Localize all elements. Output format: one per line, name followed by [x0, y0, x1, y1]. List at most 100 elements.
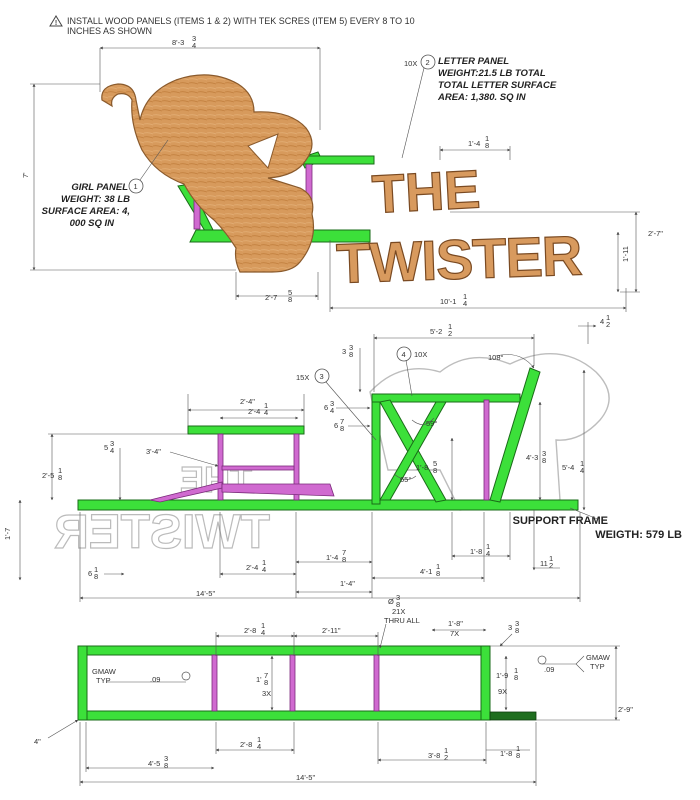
svg-text:1'-9: 1'-9 — [496, 671, 508, 680]
svg-text:7X: 7X — [450, 629, 459, 638]
svg-text:59°: 59° — [426, 419, 437, 428]
svg-text:1: 1 — [463, 292, 467, 301]
weld-symbol — [181, 671, 191, 681]
letter-panel-line-2: WEIGHT:21.5 LB TOTAL — [438, 68, 546, 79]
svg-text:5: 5 — [288, 288, 292, 297]
svg-text:.09: .09 — [150, 675, 160, 684]
sign-word-twister: TWISTER — [335, 223, 583, 295]
svg-text:8: 8 — [516, 751, 520, 760]
svg-text:4'-1: 4'-1 — [420, 567, 432, 576]
svg-text:TYP: TYP — [590, 662, 605, 671]
svg-text:1: 1 — [94, 565, 98, 574]
support-frame-side-view: TWISTER THE 5'-2 12 4 12 3 38 15X 3 — [3, 313, 682, 602]
plan-rail-left — [77, 645, 88, 721]
svg-text:8: 8 — [94, 572, 98, 581]
svg-text:1'-8: 1'-8 — [470, 547, 482, 556]
svg-text:.09: .09 — [544, 665, 554, 674]
svg-text:108°: 108° — [488, 353, 504, 362]
svg-text:THRU ALL: THRU ALL — [384, 616, 420, 625]
svg-text:7: 7 — [342, 548, 346, 557]
plan-crossmember — [289, 654, 296, 712]
svg-text:5'-2: 5'-2 — [430, 327, 442, 336]
svg-text:8: 8 — [288, 295, 292, 304]
svg-text:3: 3 — [342, 347, 346, 356]
item-bubble-4 — [396, 346, 412, 362]
plan-extension — [489, 711, 537, 721]
svg-text:1': 1' — [256, 675, 262, 684]
svg-text:3'-4": 3'-4" — [146, 447, 161, 456]
svg-text:3: 3 — [110, 439, 114, 448]
letter-panel-line-3: TOTAL LETTER SURFACE — [438, 80, 557, 91]
svg-text:14'-5": 14'-5" — [196, 589, 215, 598]
girl-panel-cutout — [247, 133, 279, 169]
svg-text:4: 4 — [402, 350, 406, 359]
svg-text:1'-8": 1'-8" — [448, 619, 463, 628]
note-line-1: INSTALL WOOD PANELS (ITEMS 1 & 2) WITH T… — [67, 16, 415, 26]
item-bubble-1 — [128, 178, 144, 194]
svg-text:2'-11": 2'-11" — [322, 626, 341, 635]
dim-top-height: 7' — [21, 172, 30, 178]
svg-text:1: 1 — [606, 313, 610, 322]
svg-text:1: 1 — [264, 401, 268, 410]
svg-text:1'-4": 1'-4" — [340, 579, 355, 588]
svg-text:5'-4: 5'-4 — [562, 463, 574, 472]
svg-text:8: 8 — [349, 350, 353, 359]
svg-text:2'-4: 2'-4 — [246, 563, 258, 572]
svg-text:1: 1 — [261, 621, 265, 630]
svg-text:1: 1 — [580, 459, 584, 468]
plan-rail-bottom — [77, 710, 491, 721]
svg-text:4: 4 — [192, 41, 196, 50]
sign-assembly-view: THE TWISTER 8'-3 34 7' 2'-7 58 10'-1 14 … — [21, 34, 663, 312]
svg-text:6: 6 — [334, 421, 338, 430]
svg-text:2: 2 — [444, 753, 448, 762]
svg-text:10X: 10X — [414, 350, 427, 359]
svg-text:8: 8 — [340, 424, 344, 433]
mid-rail — [221, 465, 295, 471]
svg-text:!: ! — [55, 20, 57, 27]
plan-rail-right — [480, 645, 491, 721]
dim-letter-h: 1'-4 — [468, 139, 480, 148]
svg-text:4'-3: 4'-3 — [526, 453, 538, 462]
install-note: ! INSTALL WOOD PANELS (ITEMS 1 & 2) WITH… — [49, 15, 415, 36]
svg-text:1: 1 — [516, 744, 520, 753]
svg-text:4: 4 — [580, 466, 584, 475]
svg-text:3: 3 — [164, 754, 168, 763]
girl-panel-line-3: SURFACE AREA: 4, — [42, 206, 130, 217]
svg-text:1'-8: 1'-8 — [500, 749, 512, 758]
svg-text:3X: 3X — [262, 689, 271, 698]
svg-text:4: 4 — [463, 299, 467, 308]
girl-panel-line-1: GIRL PANEL — [71, 182, 128, 193]
svg-text:4: 4 — [330, 406, 334, 415]
svg-text:1: 1 — [134, 182, 138, 191]
ghost-word-twister: TWISTER — [54, 506, 270, 559]
svg-text:2: 2 — [448, 329, 452, 338]
svg-text:4: 4 — [486, 549, 490, 558]
svg-text:2'-8: 2'-8 — [244, 626, 256, 635]
svg-text:8: 8 — [542, 456, 546, 465]
girl-panel-line-4: 000 SQ IN — [70, 218, 115, 229]
svg-text:8: 8 — [436, 569, 440, 578]
svg-text:3: 3 — [515, 619, 519, 628]
warning-icon — [49, 15, 63, 27]
svg-text:8: 8 — [433, 466, 437, 475]
svg-text:2: 2 — [426, 58, 430, 67]
svg-text:1: 1 — [448, 322, 452, 331]
frame-top-rail — [371, 393, 521, 403]
svg-text:1: 1 — [58, 466, 62, 475]
svg-text:1'-7: 1'-7 — [3, 528, 12, 540]
svg-text:1: 1 — [485, 134, 489, 143]
svg-text:21X: 21X — [392, 607, 405, 616]
svg-text:Ø: Ø — [388, 597, 394, 606]
letter-panel-line-1: LETTER PANEL — [438, 56, 509, 67]
svg-text:8: 8 — [396, 600, 400, 609]
svg-text:2'-8: 2'-8 — [240, 740, 252, 749]
upper-platform — [187, 425, 305, 435]
frame-diag-2 — [379, 401, 447, 501]
svg-text:GMAW: GMAW — [92, 667, 117, 676]
support-frame-line-2: WEIGTH: 579 LB — [595, 529, 682, 541]
svg-text:2'-4: 2'-4 — [248, 407, 260, 416]
svg-text:4: 4 — [257, 742, 261, 751]
svg-text:65°: 65° — [400, 475, 411, 484]
svg-text:2: 2 — [606, 320, 610, 329]
